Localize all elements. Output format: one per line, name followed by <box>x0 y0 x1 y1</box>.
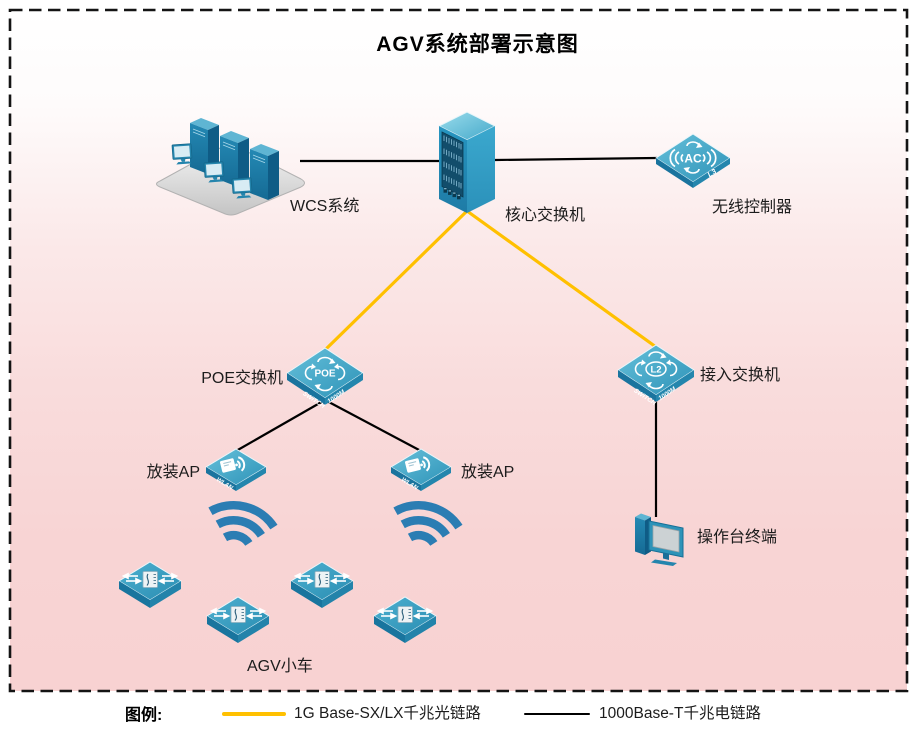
c-arrow-right <box>666 359 678 377</box>
wireless-waves-right <box>702 148 717 168</box>
c-arrow-left <box>304 363 316 381</box>
agv-cart-icon <box>373 596 437 643</box>
c-arrow-right <box>334 363 346 381</box>
legend-copper-label: 1000Base-T千兆电链路 <box>599 705 761 722</box>
ap-right-label: 放装AP <box>461 464 515 481</box>
ap-icon: WLAN <box>390 448 452 492</box>
refresh-arrow-bottom <box>645 382 664 390</box>
agv-group-label: AGV小车 <box>247 658 313 675</box>
wifi-waves-left <box>201 500 279 563</box>
legend-title: 图例: <box>125 707 163 724</box>
ap-left-label: 放装AP <box>146 464 200 481</box>
agv-cart-icon <box>118 561 182 608</box>
core-port-row <box>443 187 461 200</box>
wifi-waves-right <box>386 500 464 563</box>
refresh-arrow-bottom <box>683 167 700 174</box>
server-tower <box>250 144 279 200</box>
ap-right-face <box>236 467 266 491</box>
core-switch-icon <box>437 111 497 213</box>
wcs-label: WCS系统 <box>290 198 360 215</box>
core-switch-label: 核心交换机 <box>505 207 586 224</box>
poe-badge: POE <box>314 369 335 380</box>
agv-cart-2 <box>205 595 271 653</box>
poe-switch-icon: POE SWITCH 1000M <box>286 347 364 410</box>
node-poe-switch: POE SWITCH 1000M <box>285 346 365 415</box>
monitor <box>203 161 225 183</box>
core-right-face <box>467 126 495 213</box>
l2-right-face <box>656 370 694 402</box>
ac-left-face <box>656 158 693 188</box>
node-wcs <box>148 105 313 222</box>
access-switch-label: 接入交换机 <box>700 367 781 384</box>
ap-left-face <box>206 467 236 491</box>
cart-arrows <box>376 607 434 620</box>
monitor <box>231 177 253 199</box>
poe-switch-label: POE交换机 <box>201 370 283 387</box>
ap-top-face <box>205 448 267 486</box>
agv-cart-icon <box>206 596 270 643</box>
l2-left-face <box>618 370 656 402</box>
cart-arrows <box>293 572 351 585</box>
wireless-controller-label: 无线控制器 <box>712 199 793 216</box>
node-wireless-controller: AC L3 <box>654 131 732 194</box>
legend-fiber-label: 1G Base-SX/LX千兆光链路 <box>294 705 481 722</box>
node-core-switch <box>437 110 497 221</box>
access-switch-icon: L2 SWITCH 1000M <box>617 344 695 407</box>
wifi-signal-icon <box>208 501 278 547</box>
c-arrow-left <box>634 359 646 377</box>
node-access-switch: L2 SWITCH 1000M <box>616 343 696 412</box>
wcs-servers-icon <box>156 118 305 216</box>
ap-top-face <box>390 448 452 486</box>
ap-device-glyph <box>405 456 431 473</box>
node-ap-right: WLAN <box>389 447 453 499</box>
node-ap-left: WLAN <box>204 447 268 499</box>
legend-copper-swatch <box>524 712 590 716</box>
wireless-controller-icon: AC L3 <box>655 133 731 188</box>
agv-cart-icon <box>290 561 354 608</box>
agv-cart-1 <box>117 560 183 618</box>
diagram-title: AGV系统部署示意图 <box>376 33 579 56</box>
legend-fiber-swatch <box>222 712 286 716</box>
refresh-arrow-bottom <box>314 384 333 392</box>
l2-badge: L2 <box>650 365 661 376</box>
wifi-arcs <box>393 501 463 547</box>
agv-cart-3 <box>289 560 355 618</box>
cart-arrows <box>121 572 179 585</box>
agv-cart-4 <box>372 595 438 653</box>
poe-right-face <box>325 373 363 405</box>
monitor <box>171 143 193 165</box>
ac-right-face <box>693 158 730 188</box>
ap-left-face <box>391 467 421 491</box>
core-rack-panel <box>441 131 464 198</box>
ac-badge: AC <box>684 152 702 166</box>
wifi-arcs <box>208 501 278 547</box>
refresh-arrow-top <box>317 356 336 364</box>
ap-right-face <box>421 467 451 491</box>
rack-slot-row <box>443 135 462 150</box>
terminal-monitor <box>648 520 684 566</box>
cart-arrows <box>209 607 267 620</box>
l2-oval <box>645 361 667 377</box>
poe-left-face <box>287 373 325 405</box>
wifi-signal-icon <box>393 501 463 547</box>
ap-icon: WLAN <box>205 448 267 492</box>
legend: 图例: 1G Base-SX/LX千兆光链路 1000Base-T千兆电链路 <box>0 698 919 728</box>
refresh-arrow-top <box>648 351 667 359</box>
server-tower <box>220 131 249 187</box>
terminal-icon <box>635 513 684 566</box>
refresh-arrow-top <box>686 141 703 148</box>
terminal-label: 操作台终端 <box>697 529 778 546</box>
wireless-waves-left <box>669 148 684 168</box>
ap-device-glyph <box>220 456 246 473</box>
node-terminal <box>627 508 691 571</box>
